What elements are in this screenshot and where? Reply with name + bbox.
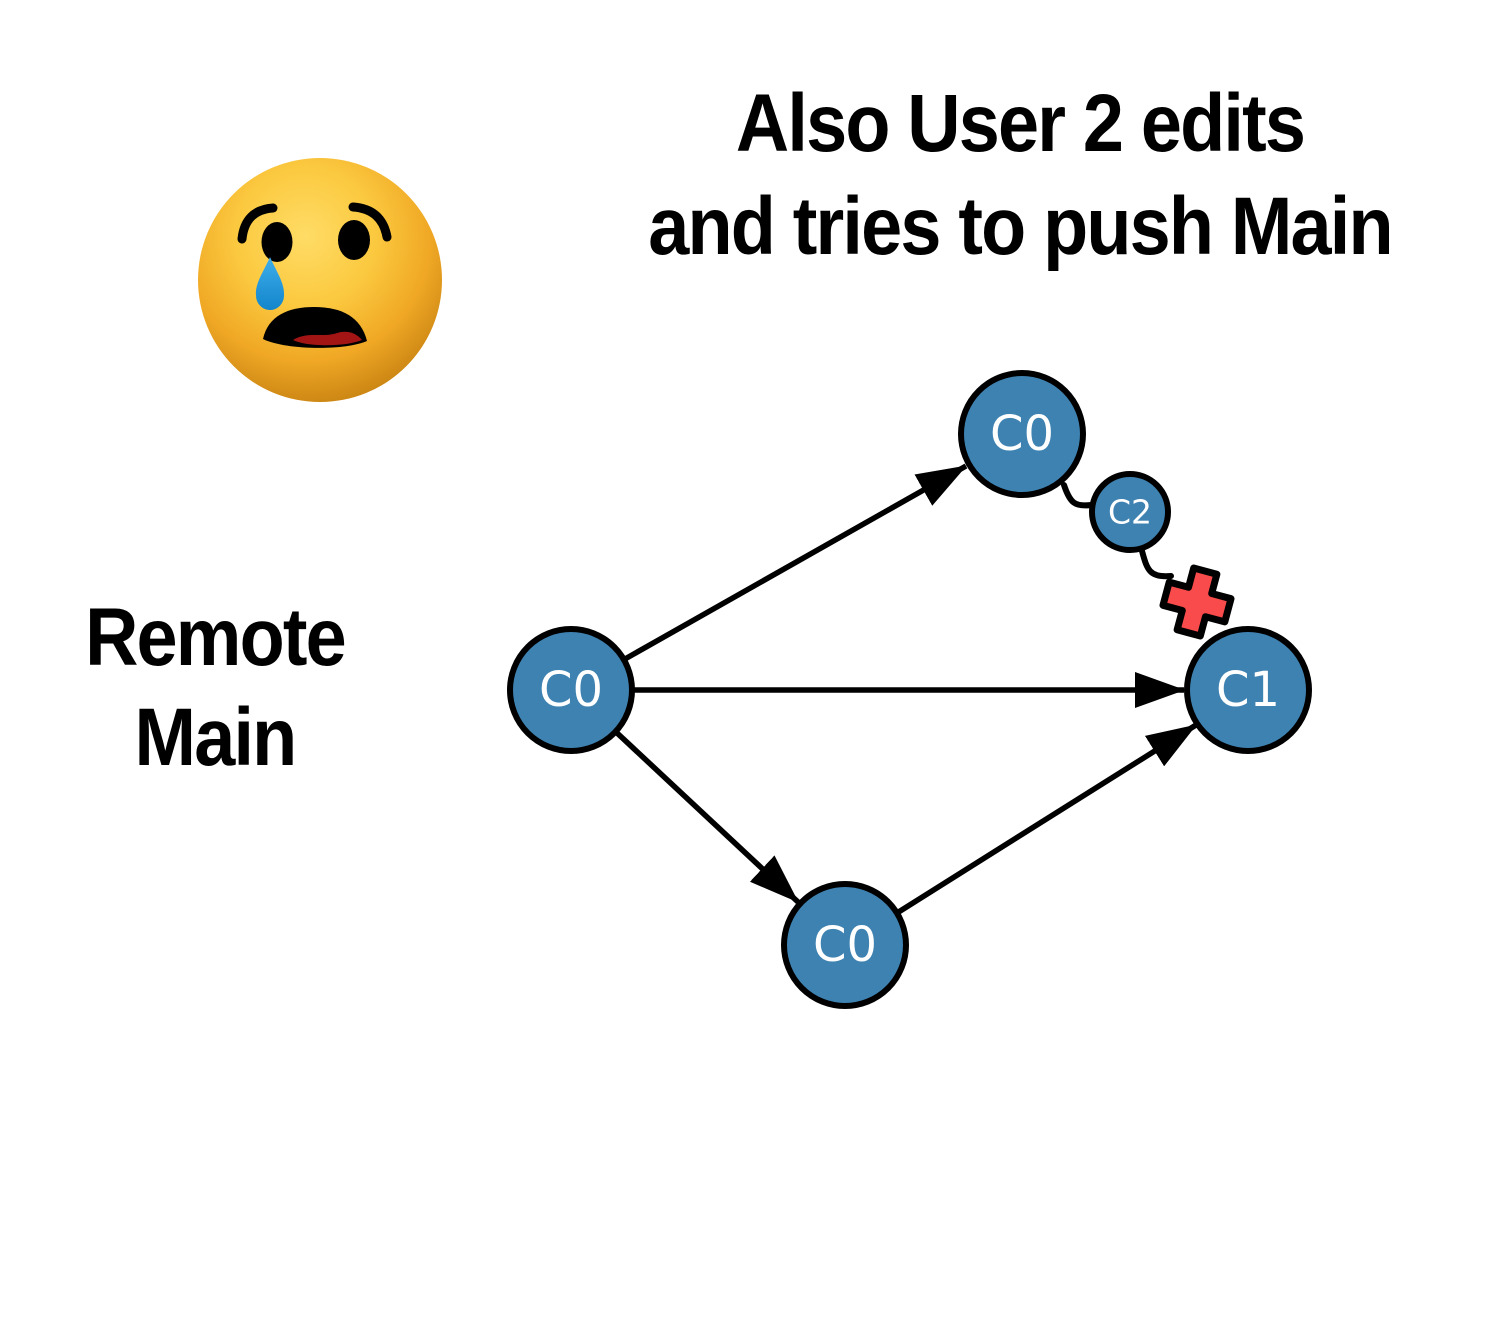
emoji-right-eye: [338, 220, 370, 260]
emoji-tear: [255, 257, 285, 310]
commit-label-user2-c2: C2: [1108, 493, 1152, 532]
commit-node-user2-c0: [958, 370, 1086, 498]
commit-node-user1-c0: [781, 881, 909, 1009]
edge-user1-c0-to-c1: [895, 722, 1198, 916]
emoji-left-eye: [261, 222, 293, 262]
emoji-right-eyebrow: [348, 202, 392, 242]
crying-face-emoji: [198, 158, 442, 402]
emoji-left-eyebrow: [237, 203, 278, 244]
cross-shape: [1159, 564, 1235, 640]
commit-node-user2-c2: [1089, 471, 1171, 553]
remote-main-label-line1: Remote: [85, 592, 347, 683]
connector-c2-to-cross: [1139, 548, 1174, 580]
commit-label-user2-c0: C0: [990, 406, 1054, 462]
emoji-tongue: [293, 331, 362, 346]
commit-label-remote-main-c1: C1: [1216, 662, 1280, 718]
edge-c0-to-user2-c0: [623, 463, 968, 662]
remote-main-label: Remote Main: [49, 588, 382, 788]
commit-node-remote-main-c0: [507, 626, 635, 754]
commit-label-user1-c0: C0: [813, 917, 877, 973]
connector-c0-to-c2: [1061, 482, 1094, 509]
slide-title: Also User 2 edits and tries to push Main: [570, 72, 1470, 278]
slide-title-line1: Also User 2 edits: [735, 78, 1306, 169]
remote-main-label-line2: Main: [134, 692, 298, 783]
push-rejected-cross-icon: [1159, 564, 1235, 640]
commit-label-remote-main-c0: C0: [539, 662, 603, 718]
slide-title-line2: and tries to push Main: [648, 181, 1393, 272]
edge-c0-to-user1-c0: [614, 729, 800, 905]
commit-node-remote-main-c1: [1184, 626, 1312, 754]
